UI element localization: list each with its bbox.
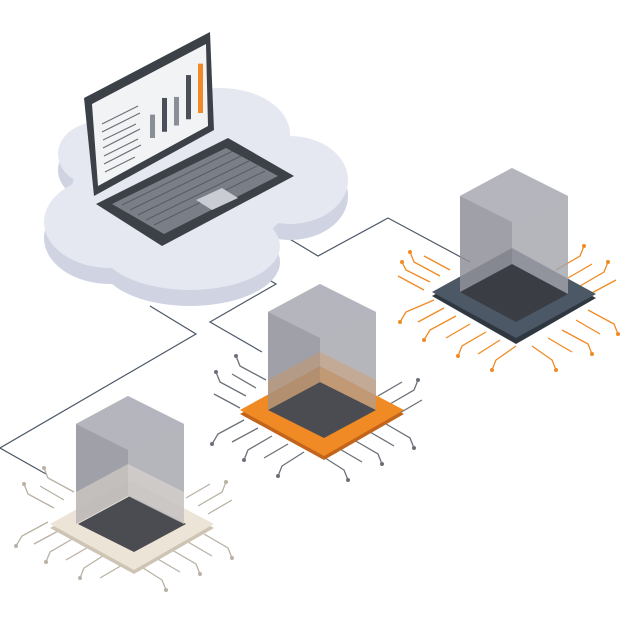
chip-cavity [268, 382, 376, 438]
chip-cavity [78, 496, 186, 552]
processor-chip-beige [14, 396, 234, 592]
screen-bar-chart [150, 63, 203, 138]
screen-text-lines [101, 105, 142, 173]
connector-to-beige-chip [0, 305, 198, 475]
pin-dots [14, 466, 234, 592]
pin-dots [398, 244, 620, 372]
laptop-icon [84, 32, 294, 246]
pin-dots [210, 354, 420, 482]
screen-bar [162, 97, 167, 132]
processor-chip-dark [397, 168, 620, 372]
block-tint [76, 464, 184, 524]
processor-chip-orange [210, 284, 423, 482]
block-top-face [76, 396, 184, 452]
chip-pins-gray [211, 355, 423, 481]
screen-bar [186, 75, 191, 120]
connector-to-dark-chip [277, 217, 471, 263]
block-top-face [268, 284, 376, 340]
keyboard-keys [121, 150, 266, 226]
chip-pins-beige [15, 467, 233, 591]
touchpad [196, 188, 238, 210]
screen-bar [174, 96, 179, 126]
screen-bar [150, 114, 155, 138]
keyboard [112, 148, 278, 234]
chip-pins-orange [397, 245, 619, 371]
block-tint [268, 352, 376, 410]
block-top-face [460, 168, 568, 224]
screen-bar [198, 63, 203, 114]
chip-cavity [460, 264, 568, 322]
